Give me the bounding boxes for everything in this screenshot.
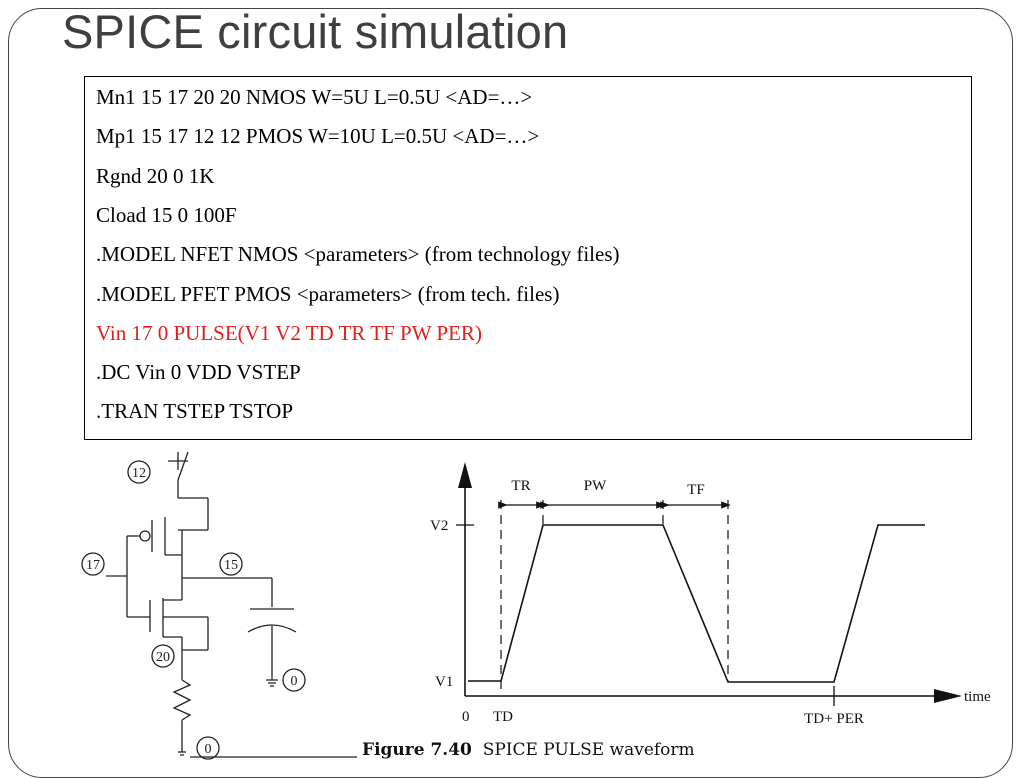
netlist-line: Mp1 15 17 12 12 PMOS W=10U L=0.5U <AD=…> (96, 124, 540, 148)
td-label: TD (493, 709, 513, 725)
node-label-17: 17 (86, 558, 100, 573)
v1-label: V1 (435, 674, 453, 690)
figure-caption: Figure 7.40 SPICE PULSE waveform (362, 740, 695, 760)
netlist-box: Mn1 15 17 20 20 NMOS W=5U L=0.5U <AD=…> … (84, 76, 972, 440)
node-label-12: 12 (132, 466, 146, 481)
node-label-res-ground: 0 (205, 742, 212, 757)
ground-resistor (172, 679, 192, 721)
node-marker (196, 736, 220, 760)
td-per-label: TD+ PER (804, 711, 864, 727)
v2-label: V2 (430, 518, 448, 534)
node-label-20: 20 (156, 650, 170, 665)
y-axis-arrow (458, 462, 472, 488)
pw-label: PW (584, 478, 607, 494)
netlist-line: Rgnd 20 0 1K (96, 164, 215, 188)
figure-number: Figure 7.40 (362, 740, 472, 760)
figure-caption-text: SPICE PULSE waveform (482, 740, 695, 760)
slide-title: SPICE circuit simulation (62, 5, 569, 58)
time-axis-label: time (964, 689, 991, 705)
node-marker (219, 552, 243, 576)
node-marker (127, 460, 151, 484)
node-label-cap-ground: 0 (291, 674, 298, 689)
node-marker (81, 552, 105, 576)
netlist-line-highlighted: Vin 17 0 PULSE(V1 V2 TD TR TF PW PER) (96, 321, 482, 345)
node-label-15: 15 (224, 558, 238, 573)
x-axis-arrow (934, 689, 962, 703)
tr-label: TR (511, 478, 530, 494)
netlist-line: .DC Vin 0 VDD VSTEP (96, 360, 301, 384)
node-marker (282, 668, 306, 692)
netlist-line: Mn1 15 17 20 20 NMOS W=5U L=0.5U <AD=…> (96, 85, 533, 109)
netlist-line: .MODEL NFET NMOS <parameters> (from tech… (96, 242, 620, 266)
tf-label: TF (687, 482, 705, 498)
netlist-line: .TRAN TSTEP TSTOP (96, 399, 294, 423)
node-marker (151, 644, 175, 668)
netlist-line: .MODEL PFET PMOS <parameters> (from tech… (96, 282, 560, 306)
origin-label: 0 (462, 709, 470, 725)
netlist-line: Cload 15 0 100F (96, 203, 237, 227)
pulse-trace (468, 524, 925, 683)
